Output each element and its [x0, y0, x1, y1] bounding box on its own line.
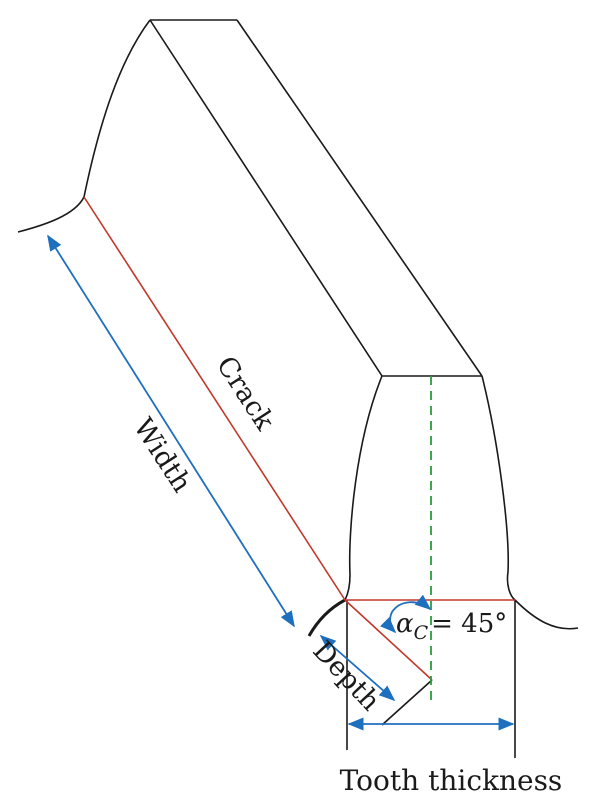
alpha-angle-label: αC= 45°	[396, 609, 507, 644]
root-fillet-bold	[307, 598, 346, 637]
tooth-top-front-edge	[149, 19, 383, 377]
crack-label: Crack	[210, 351, 281, 436]
front-flank-right	[481, 375, 516, 601]
width-dimension-arrow	[47, 234, 295, 628]
right-root-fillet	[514, 599, 579, 630]
alpha-subscript: C	[414, 622, 429, 644]
angle-arc-arrow	[380, 594, 432, 634]
left-tooth-flank	[83, 19, 151, 198]
alpha-symbol: α	[396, 609, 414, 639]
depth-dimension-arrow	[319, 634, 396, 702]
tooth-outline	[17, 19, 579, 758]
alpha-value: = 45°	[431, 609, 507, 639]
tooth-thickness-label: Tooth thickness	[340, 764, 563, 797]
dimension-arrows	[47, 234, 515, 731]
tooth-top-right-edge	[236, 19, 483, 377]
depth-end-line	[381, 679, 433, 726]
left-root-fillet	[17, 196, 85, 233]
crack-top-line	[83, 196, 346, 601]
front-flank-left	[344, 375, 383, 601]
